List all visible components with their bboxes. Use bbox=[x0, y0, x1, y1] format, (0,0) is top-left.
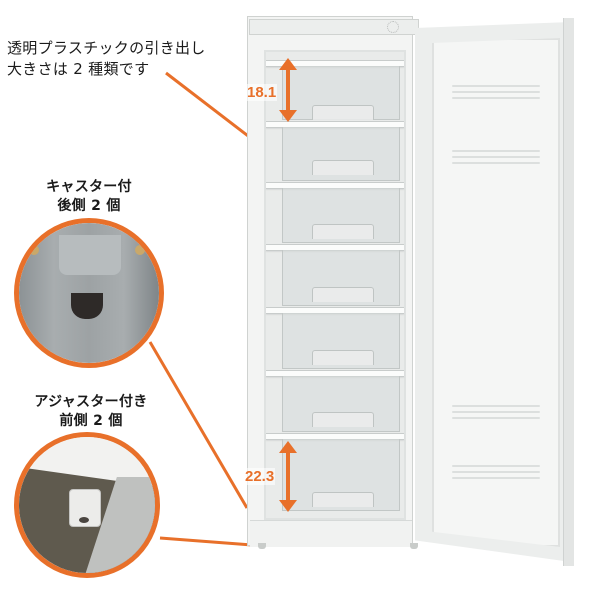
dimension-label-top: 18.1 bbox=[246, 84, 278, 101]
drawer-handle[interactable] bbox=[312, 492, 374, 507]
adjuster-image bbox=[19, 437, 155, 573]
door-rib bbox=[452, 85, 540, 87]
caster-callout-text: キャスター付 後側 2 個 bbox=[34, 178, 144, 216]
dimension-label-bottom: 22.3 bbox=[244, 468, 276, 485]
drawer-handle[interactable] bbox=[312, 287, 374, 302]
caster-callout-line1: キャスター付 bbox=[46, 179, 132, 195]
caster-callout-line2: 後側 2 個 bbox=[57, 198, 121, 214]
dimension-arrow-top bbox=[279, 58, 297, 122]
door-rib bbox=[452, 162, 540, 164]
door-inner-panel bbox=[432, 38, 560, 547]
drawer-handle[interactable] bbox=[312, 160, 374, 175]
screw-icon bbox=[135, 245, 145, 255]
control-panel bbox=[249, 19, 419, 35]
door-rib bbox=[452, 417, 540, 419]
drawer-handle[interactable] bbox=[312, 224, 374, 239]
door-rib bbox=[452, 150, 540, 152]
door-rib bbox=[452, 97, 540, 99]
arrow-down-icon bbox=[279, 110, 297, 122]
arrow-up-icon bbox=[279, 441, 297, 453]
freezer-base bbox=[250, 520, 412, 547]
caster-wheel-icon bbox=[71, 293, 103, 319]
adjuster-callout-text: アジャスター付き 前側 2 個 bbox=[24, 393, 158, 431]
bracket bbox=[59, 235, 121, 275]
drawer-callout-text: 透明プラスチックの引き出し 大きさは 2 種類です bbox=[7, 38, 206, 80]
drawer-handle[interactable] bbox=[312, 412, 374, 427]
door-rib bbox=[452, 405, 540, 407]
screw-icon bbox=[29, 245, 39, 255]
door-rib bbox=[452, 465, 540, 467]
caster-image bbox=[19, 223, 159, 363]
door-gasket-edge bbox=[563, 18, 574, 566]
drawer[interactable] bbox=[282, 188, 400, 243]
dimension-arrow-bottom bbox=[279, 441, 297, 512]
drawer-handle[interactable] bbox=[312, 105, 374, 120]
adjuster-callout-line1: アジャスター付き bbox=[34, 394, 148, 410]
door-rib bbox=[452, 411, 540, 413]
door-rib bbox=[452, 477, 540, 479]
caster-detail-photo bbox=[14, 218, 164, 368]
adjuster-detail-photo bbox=[14, 432, 160, 578]
adjuster-foot bbox=[258, 543, 266, 549]
arrow-shaft bbox=[286, 453, 290, 500]
door-rib bbox=[452, 471, 540, 473]
hex-socket-icon bbox=[79, 517, 89, 523]
drawer-callout-line2: 大きさは 2 種類です bbox=[7, 60, 150, 78]
arrow-up-icon bbox=[279, 58, 297, 70]
drawer-handle[interactable] bbox=[312, 350, 374, 365]
temperature-dial-icon[interactable] bbox=[387, 21, 399, 33]
door-rib bbox=[452, 156, 540, 158]
arrow-shaft bbox=[286, 70, 290, 110]
door-rib bbox=[452, 91, 540, 93]
adjuster-callout-line2: 前側 2 個 bbox=[59, 413, 123, 429]
arrow-down-icon bbox=[279, 500, 297, 512]
drawer-callout-line1: 透明プラスチックの引き出し bbox=[7, 39, 206, 57]
adjuster-foot bbox=[410, 543, 418, 549]
